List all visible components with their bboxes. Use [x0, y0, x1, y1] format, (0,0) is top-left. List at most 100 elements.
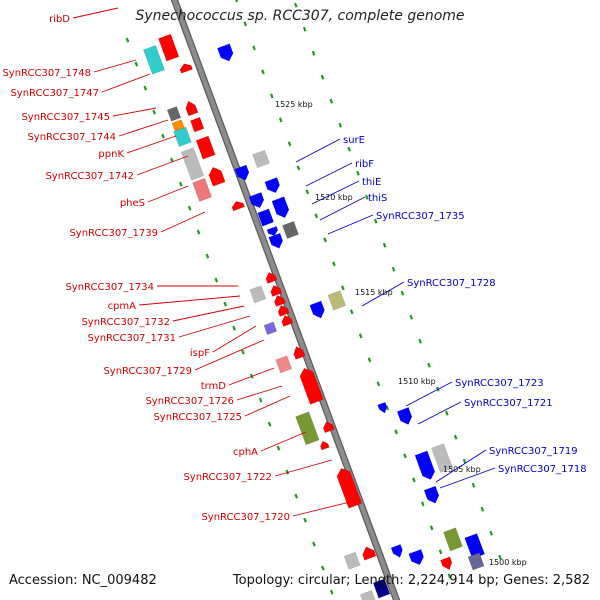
gene-label[interactable]: SynRCC307_1718 — [498, 464, 587, 475]
gene-label[interactable]: trmD — [201, 381, 227, 392]
gene-feature[interactable] — [264, 177, 281, 194]
gene-feature[interactable] — [234, 164, 250, 181]
label-leader — [361, 281, 405, 307]
gene-feature[interactable] — [408, 549, 425, 566]
gene-label[interactable]: SynRCC307_1745 — [21, 112, 110, 123]
gene-feature[interactable] — [268, 232, 284, 249]
ruler-label: 1515 kbp — [355, 288, 393, 297]
gene-label[interactable]: thiE — [362, 177, 381, 188]
gene-label[interactable]: SynRCC307_1722 — [183, 472, 272, 483]
gene-feature[interactable] — [372, 578, 391, 599]
ruler-dot — [447, 573, 452, 579]
gene-label[interactable]: SynRCC307_1748 — [2, 68, 91, 79]
gene-feature[interactable] — [277, 305, 290, 317]
gene-label[interactable]: thiS — [368, 193, 387, 204]
gene-feature[interactable] — [295, 411, 320, 446]
gene-feature[interactable] — [270, 285, 283, 297]
gene-feature[interactable] — [440, 556, 453, 571]
gene-label[interactable]: SynRCC307_1721 — [464, 398, 553, 409]
gene-label[interactable]: pheS — [120, 198, 145, 209]
label-leader — [417, 401, 462, 425]
gene-label[interactable]: SynRCC307_1729 — [103, 366, 192, 377]
gene-label[interactable]: SynRCC307_1723 — [455, 378, 544, 389]
gene-feature[interactable] — [362, 546, 377, 561]
gene-feature[interactable] — [257, 208, 275, 227]
ruler-dot — [418, 338, 422, 344]
gene-feature[interactable] — [396, 407, 413, 425]
gene-feature[interactable] — [322, 421, 335, 434]
gene-feature[interactable] — [192, 177, 213, 202]
gene-feature[interactable] — [266, 225, 279, 236]
gene-feature[interactable] — [377, 401, 388, 414]
ruler-dot — [276, 445, 281, 451]
gene-label[interactable]: SynRCC307_1719 — [489, 446, 578, 457]
gene-feature[interactable] — [390, 544, 403, 558]
gene-label[interactable]: SynRCC307_1728 — [407, 278, 496, 289]
gene-feature[interactable] — [195, 135, 216, 160]
gene-label[interactable]: SynRCC307_1734 — [65, 282, 154, 293]
ruler-dot — [252, 45, 256, 51]
gene-label[interactable]: SynRCC307_1726 — [145, 396, 234, 407]
gene-feature[interactable] — [166, 106, 182, 122]
gene-feature[interactable] — [467, 552, 485, 571]
gene-label[interactable]: SynRCC307_1731 — [87, 333, 176, 344]
gene-feature[interactable] — [414, 450, 436, 480]
gene-feature[interactable] — [158, 33, 180, 62]
gene-feature[interactable] — [327, 290, 347, 311]
gene-feature[interactable] — [309, 300, 325, 319]
gene-label[interactable]: ppnK — [98, 149, 124, 160]
gene-feature[interactable] — [281, 315, 294, 327]
gene-feature[interactable] — [185, 100, 199, 117]
gene-feature[interactable] — [464, 533, 485, 559]
gene-feature[interactable] — [360, 590, 376, 600]
gene-feature[interactable] — [190, 116, 205, 133]
gene-label[interactable]: SynRCC307_1732 — [81, 317, 170, 328]
gene-label[interactable]: surE — [343, 135, 365, 146]
gene-feature[interactable] — [249, 285, 267, 304]
gene-label[interactable]: ribD — [49, 14, 70, 25]
gene-label[interactable]: cphA — [233, 447, 258, 458]
gene-label[interactable]: ribF — [355, 159, 374, 170]
gene-label[interactable]: SynRCC307_1720 — [201, 512, 290, 523]
gene-feature[interactable] — [431, 443, 454, 473]
gene-feature[interactable] — [275, 355, 293, 374]
gene-feature[interactable] — [271, 196, 290, 219]
ruler-label: 1505 kbp — [443, 465, 481, 474]
ruler-dot — [409, 314, 414, 320]
label-leader — [311, 180, 360, 205]
gene-feature[interactable] — [282, 220, 299, 239]
gene-feature[interactable] — [265, 272, 278, 284]
ruler-label: 1520 kbp — [315, 193, 353, 202]
gene-feature[interactable] — [343, 551, 361, 570]
gene-label[interactable]: SynRCC307_1725 — [153, 412, 242, 423]
gene-feature[interactable] — [293, 346, 306, 360]
gene-label[interactable]: ispF — [190, 348, 210, 359]
gene-feature[interactable] — [248, 192, 265, 209]
gene-feature[interactable] — [173, 126, 192, 147]
label-leader-lines — [72, 7, 496, 517]
gene-feature[interactable] — [231, 201, 245, 212]
gene-feature[interactable] — [179, 63, 193, 74]
gene-feature[interactable] — [336, 467, 363, 509]
gene-feature[interactable] — [252, 149, 270, 169]
gene-label[interactable]: SynRCC307_1747 — [10, 88, 99, 99]
gene-feature[interactable] — [263, 321, 278, 336]
ruler-dot — [178, 181, 183, 187]
gene-feature[interactable] — [217, 43, 234, 62]
gene-label[interactable]: SynRCC307_1742 — [45, 171, 134, 182]
gene-feature[interactable] — [320, 440, 330, 451]
gene-label[interactable]: cpmA — [108, 301, 137, 312]
gene-label[interactable]: SynRCC307_1735 — [376, 211, 465, 222]
gene-label[interactable]: SynRCC307_1739 — [69, 228, 158, 239]
gene-feature[interactable] — [423, 485, 440, 504]
gene-feature[interactable] — [208, 166, 226, 187]
gene-feature[interactable] — [299, 367, 324, 405]
gene-feature[interactable] — [443, 527, 463, 552]
gene-feature[interactable] — [143, 45, 165, 75]
gene-feature[interactable] — [274, 295, 286, 307]
ruler-dot — [429, 525, 434, 531]
gene-feature[interactable] — [180, 147, 205, 181]
gene-label[interactable]: SynRCC307_1744 — [27, 132, 116, 143]
label-leader — [274, 459, 333, 477]
ruler-dot — [338, 122, 343, 128]
